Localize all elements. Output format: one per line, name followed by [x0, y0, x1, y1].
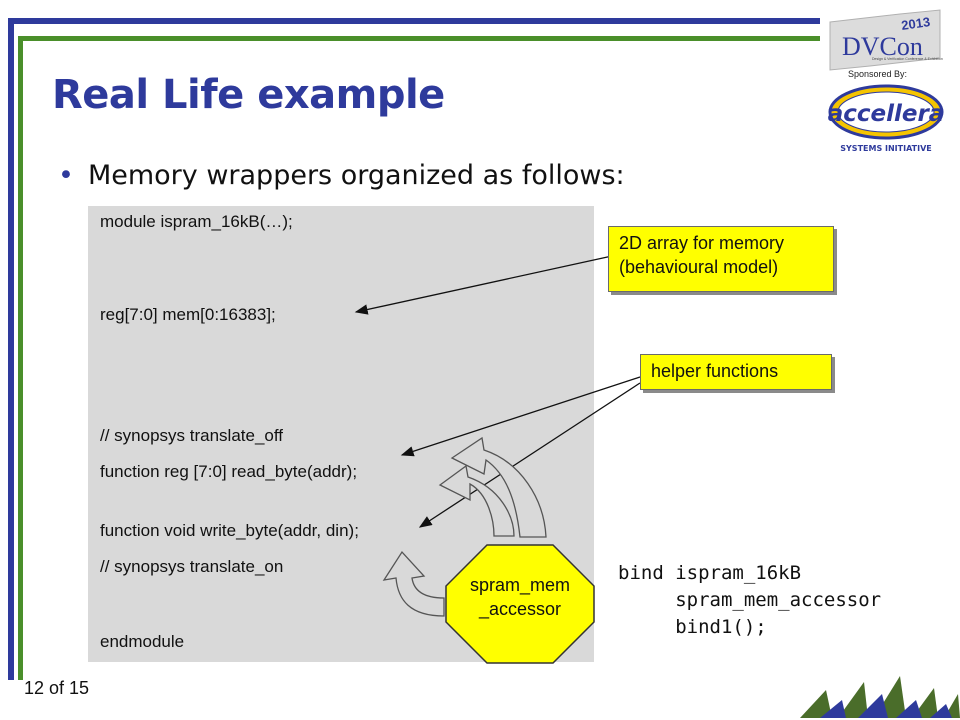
- callout-helper-functions: helper functions: [640, 354, 832, 390]
- dvcon-year: 2013: [900, 14, 931, 33]
- callout-helper-functions-text: helper functions: [651, 361, 779, 381]
- bullet-item: • Memory wrappers organized as follows:: [58, 160, 625, 191]
- code-line-module: module ispram_16kB(…);: [100, 212, 293, 231]
- frame-bar-green-horizontal: [18, 36, 820, 41]
- bind-line1: bind ispram_16kB: [618, 562, 802, 584]
- octagon-label-line2: _accessor: [478, 599, 562, 619]
- octagon-label-line1: spram_mem: [469, 575, 571, 595]
- bind-statement: bind ispram_16kB spram_mem_accessor bind…: [618, 560, 881, 641]
- bind-line3: bind1();: [618, 616, 767, 638]
- callout-2d-array: 2D array for memory (behavioural model): [608, 226, 834, 292]
- code-line-endmodule: endmodule: [100, 632, 185, 651]
- code-line-mem: reg[7:0] mem[0:16383];: [100, 305, 276, 324]
- bullet-text: Memory wrappers organized as follows:: [87, 160, 625, 191]
- dvcon-tagline: Design & Verification Conference & Exhib…: [872, 57, 943, 61]
- frame-bar-blue-horizontal: [8, 18, 820, 24]
- dvcon-name: DVCon: [842, 32, 923, 61]
- bind-line2: spram_mem_accessor: [618, 589, 882, 611]
- curved-arrow-upper-icon: [450, 436, 547, 538]
- arrow-to-write-byte: [418, 382, 641, 528]
- spram-mem-accessor-octagon: [445, 544, 595, 664]
- accellera-name: accellera: [828, 101, 945, 127]
- code-line-translate-off: // synopsys translate_off: [100, 426, 284, 445]
- bullet-dot-icon: •: [58, 160, 74, 191]
- decorative-triangles: [800, 676, 960, 718]
- callout-2d-array-line2: (behavioural model): [619, 257, 779, 277]
- code-line-translate-on: // synopsys translate_on: [100, 557, 284, 576]
- sponsored-by-label: Sponsored By:: [848, 69, 908, 79]
- callout-2d-array-line1: 2D array for memory: [619, 233, 785, 253]
- accellera-logo: accellera SYSTEMS INITIATIVE: [828, 84, 945, 153]
- frame-bar-green-vertical: [18, 40, 23, 680]
- curved-arrow-lower-icon: [382, 550, 445, 617]
- code-line-read-byte: function reg [7:0] read_byte(addr);: [100, 462, 358, 481]
- octagon-label: spram_mem _accessor: [446, 573, 594, 621]
- curved-arrow-middle-icon: [438, 464, 515, 537]
- slide-title: Real Life example: [52, 72, 445, 118]
- frame-bar-blue-vertical: [8, 18, 14, 680]
- code-line-write-byte: function void write_byte(addr, din);: [100, 521, 359, 540]
- accellera-subtitle: SYSTEMS INITIATIVE: [840, 144, 932, 153]
- page-number: 12 of 15: [24, 678, 90, 698]
- arrow-to-mem: [354, 255, 613, 315]
- dvcon-logo: 2013 DVCon Design & Verification Confere…: [829, 9, 943, 71]
- arrow-to-read-byte: [400, 376, 641, 457]
